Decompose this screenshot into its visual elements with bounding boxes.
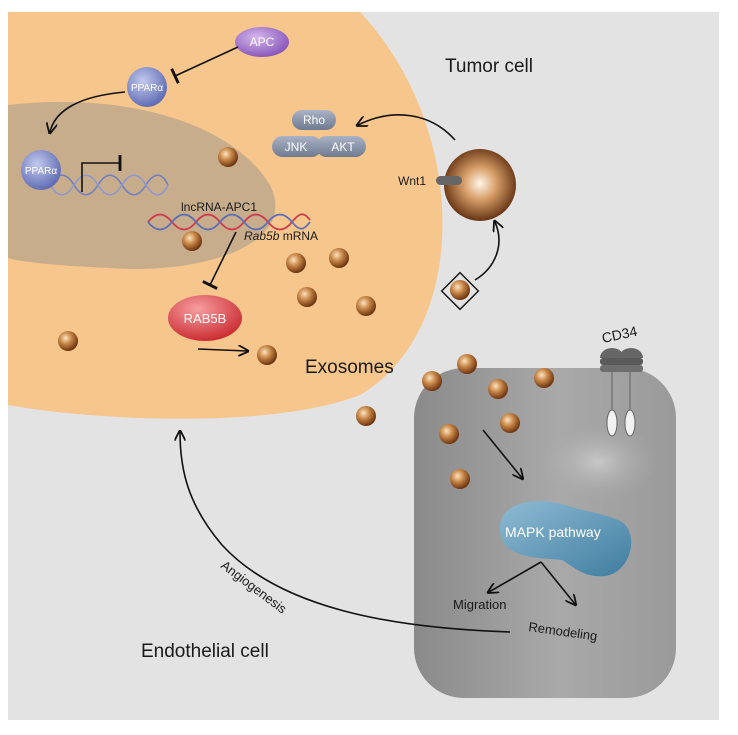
mapk-to-migration-arrow [489,561,542,592]
exosome-sphere-icon [329,248,349,268]
selected-exosome-box [440,271,480,311]
dna-helix-icon [49,174,169,196]
wnt1-to-signaling-arrow [358,114,456,141]
large-tumor-exosome-icon [444,149,516,221]
cd34-label: CD34 [600,323,639,346]
jnk-protein [272,136,322,157]
ppar-translocation-arrow [50,91,126,132]
rho-protein [292,110,336,130]
mapk-to-remodeling-arrow [540,561,575,604]
jnk-label: JNK [285,140,308,154]
wnt1-label: Wnt1 [398,174,426,188]
exosome-sphere-icon [356,296,376,316]
exosome-sphere-icon [534,368,554,388]
ppar-alpha-nuclear-protein [21,150,61,190]
endothelial-nucleus [540,424,656,500]
wnt1-ligand-icon [436,176,462,185]
endothelial-cell-label: Endothelial cell [141,641,269,662]
rab5b-protein [168,295,242,341]
exosome-sphere-icon [439,424,459,444]
akt-protein [316,136,366,157]
mapk-label: MAPK pathway [505,524,601,540]
exosome-sphere-icon [500,413,520,433]
rab5b-mrna-label: Rab5b mRNA [244,229,318,243]
exosome-sphere-icon [356,406,376,426]
rab5b-label: RAB5B [184,311,227,326]
rab5b-mrna-suffix: mRNA [279,229,318,243]
exosome-sphere-icon [450,469,470,489]
exosome-sphere-icon [457,354,477,374]
apc-protein [235,27,289,57]
ppar-label: PPARα [131,83,163,94]
exosome-to-mapk-arrow [482,429,522,478]
cd34-receptor-icon [600,348,643,437]
exosome-sphere-icon [422,371,442,391]
exosome-sphere-icon [182,231,202,251]
akt-label: AKT [331,140,355,154]
ppar-transcription-inhibition [81,155,122,192]
lncrna-label: lncRNA-APC1 [181,200,257,214]
exosome-sphere-icon [488,379,508,399]
exosome-group [58,147,554,489]
exosome-sphere-icon [218,147,238,167]
apc-inhibits-ppar-line [170,46,239,84]
rho-label: Rho [303,113,325,127]
exosome-sphere-icon [58,331,78,351]
angiogenesis-arrow [180,432,511,633]
migration-label: Migration [453,597,506,612]
lncrna-inhibits-rab5b-line [202,231,237,290]
apc-label: APC [250,35,275,49]
exosome-sphere-icon [450,280,470,300]
tumor-nucleus [8,101,276,269]
ppar-nucleus-label: PPARα [25,166,57,177]
exosome-sphere-icon [286,253,306,273]
mapk-pathway-shape [499,501,632,577]
exosomes-label: Exosomes [305,357,394,378]
rab5b-mrna-gene: Rab5b [244,229,280,243]
rab5b-to-exosome-arrow [197,349,247,351]
lncrna-strand-icon [147,213,311,231]
tumor-cell-label: Tumor cell [445,56,533,77]
exosome-sphere-icon [257,345,277,365]
ppar-alpha-protein [127,67,167,107]
exosome-sphere-icon [297,287,317,307]
exosome-uptake-arrow [474,222,499,281]
